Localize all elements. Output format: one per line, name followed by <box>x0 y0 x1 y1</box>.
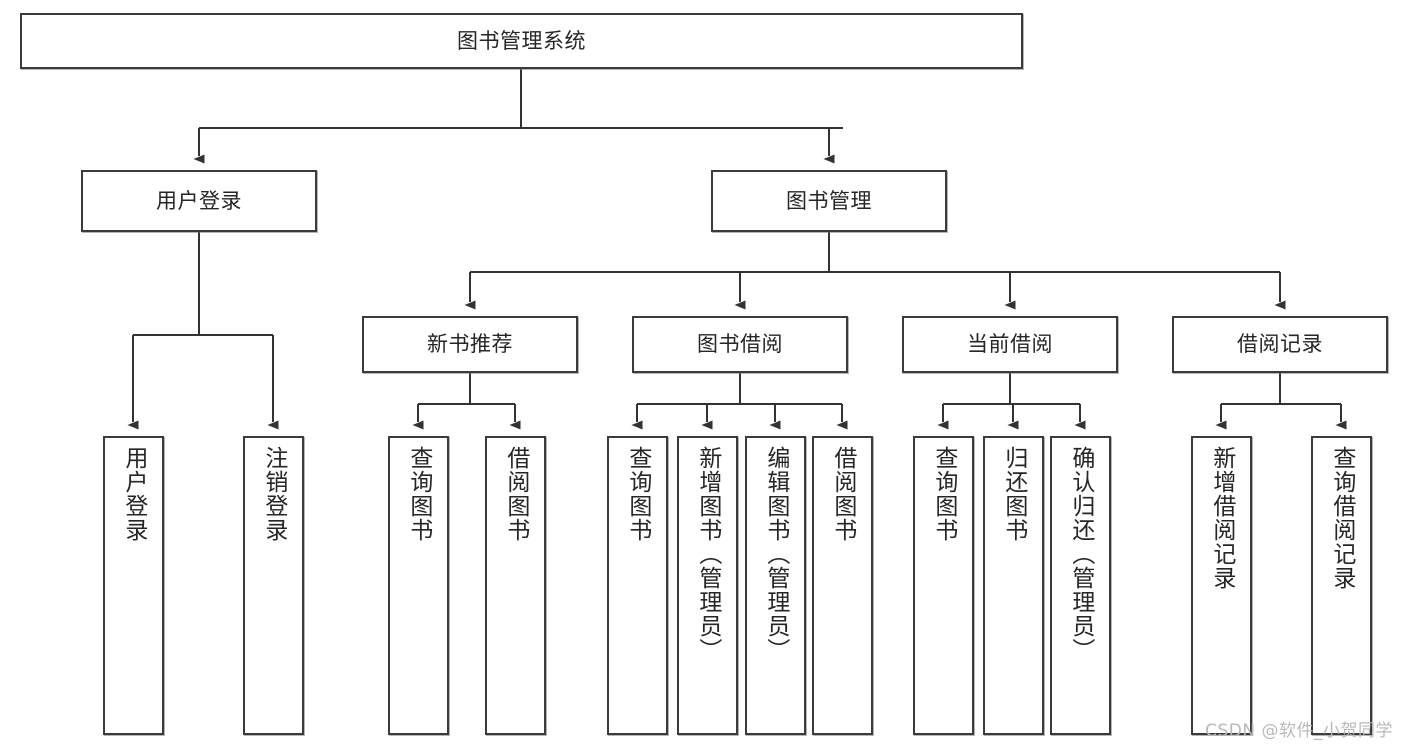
csdn-watermark: CSDN @软件_小贺同学 <box>1205 721 1393 741</box>
node-leaf-query-book-3[interactable]: 查询图书 <box>913 436 974 735</box>
node-leaf-borrow-book-1[interactable]: 借阅图书 <box>485 436 546 735</box>
node-book-manage[interactable]: 图书管理 <box>711 170 947 232</box>
node-leaf-add-record-label: 新增借阅记录 <box>1208 446 1235 590</box>
node-leaf-logout[interactable]: 注销登录 <box>243 436 304 735</box>
node-book-borrow[interactable]: 图书借阅 <box>632 316 848 373</box>
node-leaf-add-book-label: 新增图书（管理员） <box>694 446 721 662</box>
node-leaf-return-book-label: 归还图书 <box>1000 446 1027 542</box>
node-leaf-borrow-book-2-label: 借阅图书 <box>829 446 856 542</box>
node-current-borrow[interactable]: 当前借阅 <box>902 316 1118 373</box>
node-leaf-query-book-1-label: 查询图书 <box>405 446 432 542</box>
node-leaf-query-record[interactable]: 查询借阅记录 <box>1311 436 1372 735</box>
node-leaf-add-record[interactable]: 新增借阅记录 <box>1191 436 1252 735</box>
node-leaf-borrow-book-2[interactable]: 借阅图书 <box>812 436 873 735</box>
node-leaf-query-record-label: 查询借阅记录 <box>1328 446 1355 590</box>
node-leaf-user-login-label: 用户登录 <box>120 446 147 542</box>
node-leaf-query-book-2[interactable]: 查询图书 <box>607 436 668 735</box>
node-current-borrow-label: 当前借阅 <box>967 332 1053 357</box>
node-leaf-confirm-return-label: 确认归还（管理员） <box>1067 446 1094 662</box>
node-leaf-edit-book-label: 编辑图书（管理员） <box>762 446 789 662</box>
node-borrow-record-label: 借阅记录 <box>1237 332 1323 357</box>
node-leaf-confirm-return[interactable]: 确认归还（管理员） <box>1050 436 1111 735</box>
node-user-login-label: 用户登录 <box>156 188 242 213</box>
node-leaf-query-book-1[interactable]: 查询图书 <box>388 436 449 735</box>
node-leaf-logout-label: 注销登录 <box>260 446 287 542</box>
node-user-login[interactable]: 用户登录 <box>81 170 317 232</box>
node-leaf-query-book-2-label: 查询图书 <box>624 446 651 542</box>
node-root-label: 图书管理系统 <box>457 28 586 53</box>
node-leaf-borrow-book-1-label: 借阅图书 <box>502 446 529 542</box>
node-book-borrow-label: 图书借阅 <box>697 332 783 357</box>
node-leaf-return-book[interactable]: 归还图书 <box>983 436 1044 735</box>
node-leaf-query-book-3-label: 查询图书 <box>930 446 957 542</box>
node-leaf-add-book[interactable]: 新增图书（管理员） <box>677 436 738 735</box>
node-new-book-rec-label: 新书推荐 <box>427 332 513 357</box>
node-book-manage-label: 图书管理 <box>786 188 872 213</box>
node-root[interactable]: 图书管理系统 <box>20 13 1023 69</box>
node-leaf-edit-book[interactable]: 编辑图书（管理员） <box>745 436 806 735</box>
node-new-book-rec[interactable]: 新书推荐 <box>362 316 578 373</box>
node-borrow-record[interactable]: 借阅记录 <box>1172 316 1388 373</box>
node-leaf-user-login[interactable]: 用户登录 <box>103 436 164 735</box>
